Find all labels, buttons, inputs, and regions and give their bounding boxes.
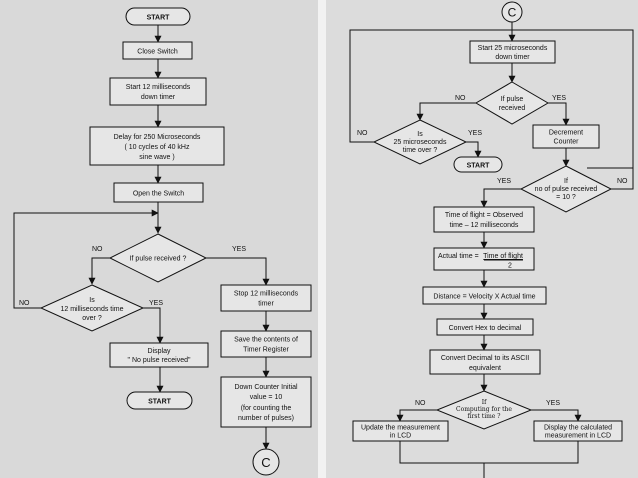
start-timer-line2: down timer [141, 94, 176, 101]
save-line2: Timer Register [243, 347, 289, 354]
display-calc-line2: measurement in LCD [545, 433, 611, 440]
start-12ms-timer-box [109, 77, 207, 106]
down-counter-line1: Down Counter Initial [234, 384, 297, 391]
loop-from-count-no [512, 29, 634, 169]
is-25-line3: time over ? [403, 147, 438, 154]
update-line2: in LCD [390, 433, 411, 440]
if-pulse-label: If pulse received ? [130, 256, 187, 263]
if-pulse-count-diamond [519, 165, 613, 213]
is-time-line3: over ? [82, 315, 102, 322]
start-top-label: START [147, 15, 171, 22]
down-counter-box [220, 376, 312, 428]
down-counter-line4: number of pulses) [238, 415, 294, 422]
display-calc-line1: Display the calculated [544, 425, 612, 432]
no-label-r2: NO [357, 130, 368, 137]
is-25us-over-diamond [372, 119, 468, 165]
save-timer-register-box [220, 330, 312, 358]
delay-box [89, 126, 225, 166]
if-pulse-r-line1: If pulse [501, 96, 524, 103]
no-label-r1: NO [455, 95, 466, 102]
tof-line2: time – 12 milliseconds [450, 222, 519, 229]
if-pulse-r-line2: received [499, 105, 526, 112]
open-switch-label: Open the Switch [133, 191, 184, 198]
connector-c-right-label: C [508, 6, 517, 20]
connector-c-left-label: C [261, 455, 270, 470]
loop-from-no-branch [349, 29, 512, 135]
no-label-r3: NO [617, 178, 628, 185]
right-flowchart: C Start 25 microseconds down timer If pu… [349, 1, 634, 478]
merge-line [399, 441, 579, 464]
no-label-2: NO [19, 300, 30, 307]
start-right-label: START [467, 163, 491, 170]
update-line1: Update the measurement [361, 425, 440, 432]
is-25-line2: 25 microseconds [394, 139, 447, 146]
convert-ascii-line1: Convert Decimal to its ASCII [441, 355, 529, 362]
start-timer-line1: Start 12 milliseconds [126, 84, 191, 91]
convert-hex-box [436, 318, 534, 336]
convert-hex-label: Convert Hex to decimal [449, 325, 522, 332]
save-line1: Save the contents of [234, 337, 298, 344]
start-bottom-label: START [148, 399, 172, 406]
is-time-line1: Is [89, 297, 95, 304]
start-25-line2: down timer [495, 54, 530, 61]
no-label-1: NO [92, 246, 103, 253]
yes-label-r2: YES [468, 130, 482, 137]
yes-label-r4: YES [546, 400, 560, 407]
stop-timer-line1: Stop 12 milliseconds [234, 291, 299, 298]
decrement-line2: Counter [554, 139, 580, 146]
yes-label-1: YES [232, 246, 246, 253]
start-terminal-bottom [126, 391, 193, 410]
connector-c-left [252, 448, 280, 476]
first-time-line1: If [482, 399, 487, 406]
if-pulse-received-diamond [108, 233, 208, 283]
if-count-line3: = 10 ? [556, 194, 576, 201]
actual-time-prefix: Actual time = [438, 253, 479, 260]
is-time-line2: 12 milliseconds time [60, 306, 123, 313]
if-count-line2: no of pulse received [535, 186, 598, 193]
if-pulse-received-diamond-right [475, 81, 549, 125]
first-time-line3: first time ? [468, 413, 501, 420]
tof-line1: Time of flight = Observed [445, 212, 523, 219]
distance-label: Distance = Velocity X Actual time [433, 294, 535, 301]
loop-back-arrow [13, 209, 159, 309]
yes-label-2: YES [149, 300, 163, 307]
delay-line1: Delay for 250 Microseconds [114, 134, 201, 141]
delay-line2: ( 10 cycles of 40 kHz [125, 144, 190, 151]
delay-line3: sine wave ) [139, 154, 174, 161]
close-switch-label: Close Switch [137, 49, 178, 56]
is-12ms-over-diamond [39, 284, 145, 332]
decrement-line1: Decrement [549, 130, 583, 137]
time-of-flight-box [433, 206, 535, 233]
down-counter-line3: (for counting the [241, 405, 292, 412]
actual-time-numerator: Time of flight [483, 253, 523, 260]
stop-timer-box [220, 284, 312, 312]
yes-label-r3: YES [497, 178, 511, 185]
actual-time-denominator: 2 [508, 263, 512, 270]
no-label-r4: NO [415, 400, 426, 407]
first-time-line2: Computing for the [456, 406, 512, 413]
stop-timer-line2: timer [258, 301, 274, 308]
yes-label-r1: YES [552, 95, 566, 102]
down-counter-line2: value = 10 [250, 394, 283, 401]
panel-divider [318, 0, 326, 478]
convert-ascii-line2: equivalent [469, 365, 501, 372]
first-time-diamond [435, 390, 533, 430]
if-count-line1: If [564, 178, 568, 185]
display-no-line1: Display [148, 348, 171, 355]
start-terminal-right [453, 156, 503, 173]
start-25-line1: Start 25 microseconds [478, 45, 548, 52]
convert-ascii-box [429, 349, 541, 375]
display-no-pulse-box [109, 342, 209, 368]
left-flowchart: START Close Switch Start 12 milliseconds… [13, 7, 312, 476]
display-no-line2: " No pulse received" [128, 357, 191, 364]
is-25-line1: Is [417, 131, 423, 138]
